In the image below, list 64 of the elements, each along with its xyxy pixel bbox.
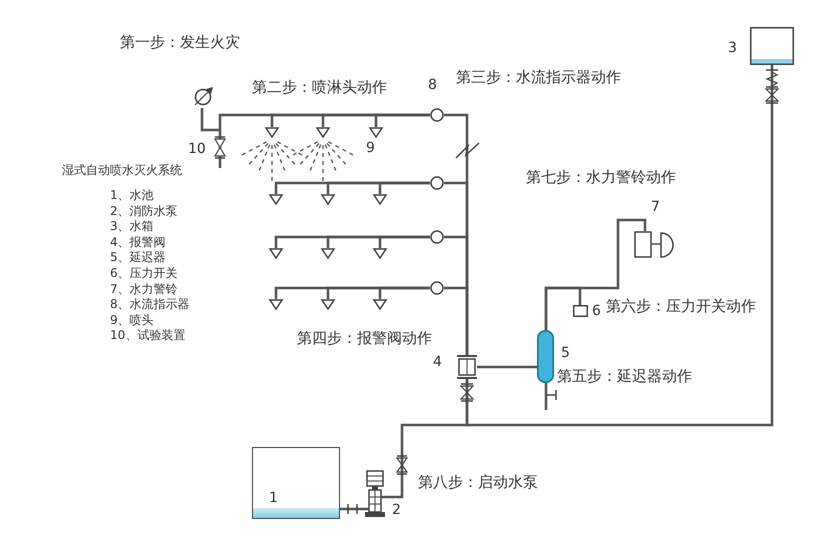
water-tank	[252, 447, 340, 519]
pipe	[378, 286, 430, 299]
list-item: 8、水流指示器	[110, 297, 190, 311]
step-label: 第五步：延迟器动作	[557, 367, 692, 385]
sprinkler-head	[269, 299, 283, 310]
step-label: 第八步：启动水泵	[418, 473, 538, 491]
sprinkler-head	[373, 299, 387, 310]
flow-indicator	[430, 108, 444, 122]
callout-number: 1	[269, 490, 278, 506]
water-tank	[750, 27, 794, 65]
sprinkler-head	[316, 127, 330, 138]
pipe	[544, 218, 646, 330]
step-label: 第一步：发生火灾	[120, 33, 240, 51]
callout-number: 6	[592, 303, 601, 319]
step-label: 第二步：喷淋头动作	[252, 78, 387, 96]
list-item: 7、水力警铃	[110, 282, 178, 296]
pipe	[378, 236, 430, 248]
sprinkler-head	[269, 194, 283, 205]
list-item: 5、延迟器	[110, 250, 166, 264]
step-label: 第三步：水流指示器动作	[456, 68, 621, 86]
alarm-valve	[457, 355, 477, 379]
flow-indicator	[430, 176, 444, 190]
pipe	[322, 114, 430, 127]
sprinkler-head	[373, 248, 387, 259]
callout-number: 4	[433, 354, 442, 370]
sprinkler-head	[269, 248, 283, 259]
sprinkler-head	[369, 127, 383, 138]
pressure-switch	[573, 305, 588, 317]
pipe	[444, 286, 468, 355]
list-item: 4、报警阀	[110, 235, 166, 249]
callout-number: 8	[428, 77, 437, 93]
callout-number: 3	[728, 40, 737, 56]
water-pump	[364, 470, 386, 518]
callout-number: 5	[561, 345, 570, 361]
sprinkler-head	[321, 299, 335, 310]
step-label: 第六步：压力开关动作	[606, 297, 756, 315]
pipe	[378, 182, 430, 194]
sprinkler-head	[373, 194, 387, 205]
pressure-gauge	[192, 86, 214, 108]
list-item: 9、喷头	[110, 313, 154, 327]
step-label: 第七步：水力警铃动作	[526, 168, 676, 186]
step-label: 第四步：报警阀动作	[297, 329, 432, 347]
pipe	[477, 366, 537, 368]
list-item: 3、水箱	[110, 219, 154, 233]
pipe	[340, 508, 364, 510]
callout-number: 9	[366, 140, 375, 156]
pipe	[466, 65, 774, 426]
list-item: 10、试验装置	[110, 328, 186, 342]
list-item: 2、消防水泵	[110, 204, 178, 218]
list-item: 6、压力开关	[110, 266, 178, 280]
callout-number: 10	[188, 141, 206, 157]
pipe	[200, 108, 212, 132]
retard-chamber	[537, 330, 554, 383]
callout-number: 7	[651, 199, 660, 215]
flow-indicator	[430, 281, 444, 295]
sprinkler-head	[265, 127, 279, 138]
sprinkler-head	[321, 248, 335, 259]
callout-number: 2	[392, 502, 401, 518]
list-item: 1、水池	[110, 188, 154, 202]
flow-indicator	[430, 230, 444, 244]
list-heading: 湿式自动喷水灭火系统	[62, 163, 182, 177]
sprinkler-head	[321, 194, 335, 205]
test-valve	[212, 112, 228, 168]
alarm-bell	[634, 231, 674, 259]
